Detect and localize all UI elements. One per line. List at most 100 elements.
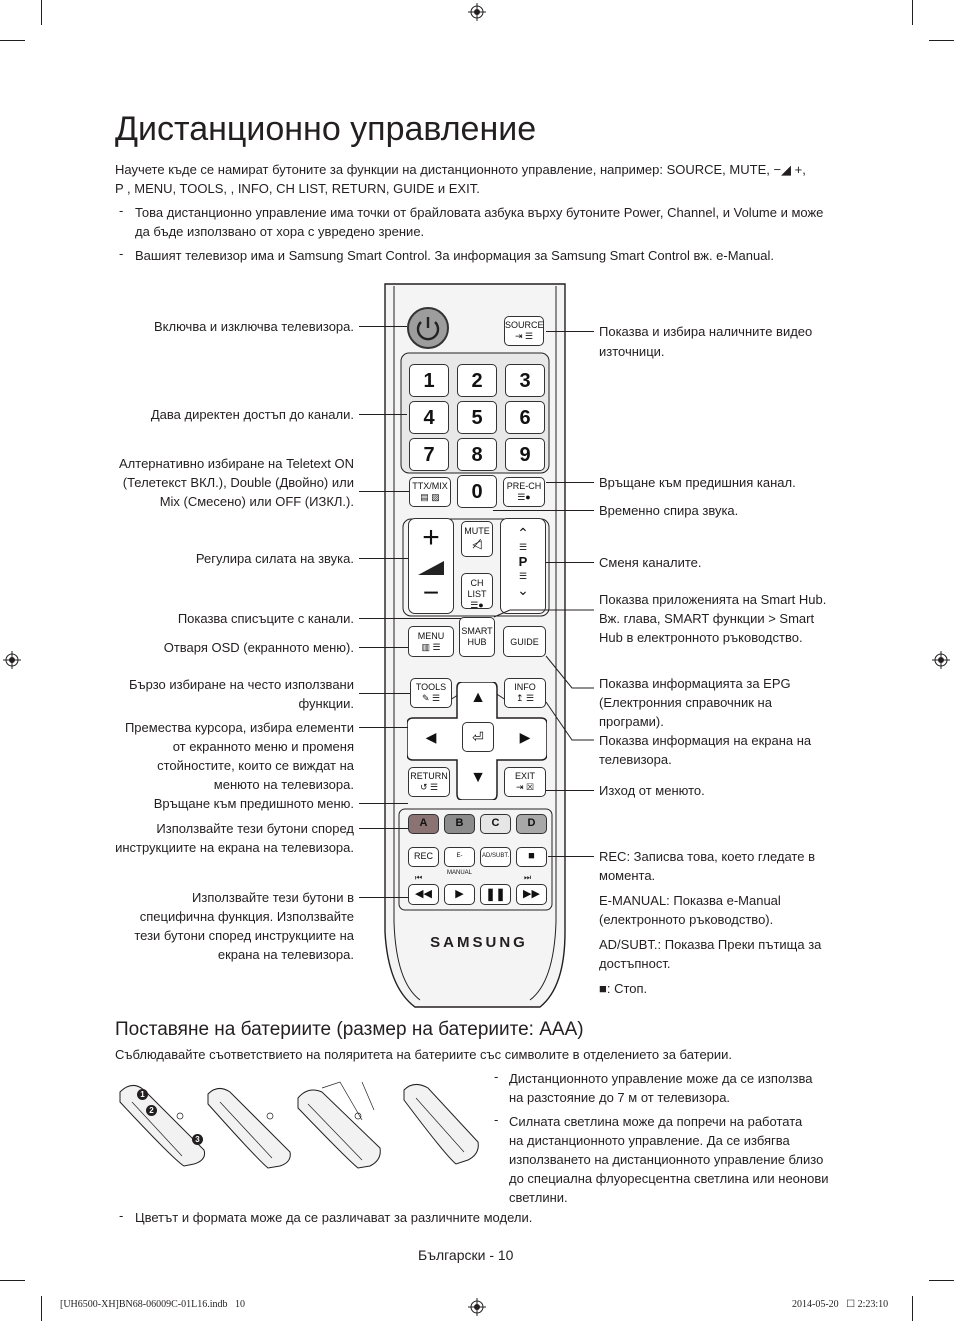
digit-button-9[interactable]: 9	[505, 438, 545, 471]
intro-text: P , MENU, TOOLS, , INFO, CH LIST, RETURN…	[115, 181, 480, 196]
left-arrow-button[interactable]: ◀	[412, 723, 450, 751]
digit-button-7[interactable]: 7	[409, 438, 449, 471]
down-arrow-button[interactable]: ▼	[464, 760, 492, 796]
battery-illustration	[119, 1081, 479, 1169]
label-volume: Регулира силата на звука.	[195, 551, 354, 566]
crop-mark	[912, 1296, 913, 1321]
label-color: инструкциите на екрана на телевизора.	[115, 840, 354, 855]
label-mute: Временно спира звука.	[599, 503, 739, 518]
digit-button-4[interactable]: 4	[409, 401, 449, 434]
play-icon: ▶	[455, 888, 464, 900]
label-cursor: от екранното меню и променя	[172, 739, 354, 754]
rewind-icon: ◀◀	[415, 888, 432, 900]
source-icon: ⇥ ☰	[514, 331, 534, 341]
stop-button[interactable]: ■	[516, 847, 547, 867]
pre-ch-button[interactable]: PRE-CH ☰●	[503, 477, 545, 507]
right-arrow-button[interactable]: ▶	[506, 723, 544, 751]
mute-label: MUTE	[464, 526, 490, 536]
tools-button[interactable]: TOOLS ✎ ☰	[410, 678, 452, 708]
label-exit: Изход от менюто.	[599, 783, 705, 798]
step-badge-1: 1	[137, 1089, 148, 1100]
enter-button[interactable]: ⏎	[462, 722, 494, 752]
up-arrow-button[interactable]: ▲	[464, 680, 492, 716]
digit-button-5[interactable]: 5	[457, 401, 497, 434]
registration-mark-icon	[468, 3, 486, 21]
label-prech: Връщане към предишния канал.	[599, 475, 796, 490]
leader-line	[493, 510, 594, 511]
label-emanual: (електронното ръководство).	[599, 912, 774, 927]
power-button[interactable]	[407, 307, 449, 349]
info-icon: ↥ ☰	[515, 693, 535, 703]
digit-button-1[interactable]: 1	[409, 364, 449, 397]
samsung-logo: SAMSUNG	[430, 934, 528, 951]
leader-line	[359, 558, 408, 559]
digit-button-8[interactable]: 8	[457, 438, 497, 471]
mute-icon: ◁̸	[472, 537, 482, 551]
ad-subt-button[interactable]: AD/SUBT.	[480, 847, 511, 867]
leader-line	[546, 331, 594, 332]
leader-line	[359, 803, 408, 804]
label-special: тези бутони според инструкциите на	[134, 928, 354, 943]
leader-line	[359, 693, 410, 694]
pause-button[interactable]: ❚❚	[480, 884, 511, 905]
digit-button-3[interactable]: 3	[505, 364, 545, 397]
teletext-icon: ▤ ▨	[420, 492, 440, 502]
menu-button[interactable]: MENU ▥ ☰	[408, 626, 454, 657]
source-button[interactable]: SOURCE ⇥ ☰	[504, 316, 544, 346]
color-button-a[interactable]: A	[408, 814, 439, 834]
step-badge-2: 2	[146, 1105, 157, 1116]
label-tools: Бързо избиране на често използвани	[128, 677, 354, 692]
color-button-c[interactable]: C	[480, 814, 511, 834]
label-special: Използвайте тези бутони в	[192, 890, 354, 905]
menu-label: MENU	[417, 631, 445, 641]
digit-button-6[interactable]: 6	[505, 401, 545, 434]
leader-line	[359, 326, 407, 327]
label-smarthub: Hub в електронното ръководство.	[599, 630, 803, 645]
fast-forward-button[interactable]: ▶▶	[516, 884, 547, 905]
smart-label: SMART	[461, 626, 493, 636]
leader-line	[546, 790, 594, 791]
rewind-button[interactable]: ◀◀	[408, 884, 439, 905]
skip-back-icon: ⏮	[415, 873, 423, 882]
mute-button[interactable]: MUTE ◁̸	[461, 521, 493, 557]
color-button-d[interactable]: D	[516, 814, 547, 834]
volume-rocker[interactable]: + −	[408, 518, 454, 614]
label-ttx: (Телетекст ВКЛ.), Double (Двойно) или	[122, 475, 354, 490]
crop-mark	[929, 40, 954, 41]
exit-icon: ⇥ ☒	[515, 782, 535, 792]
color-button-b[interactable]: B	[444, 814, 475, 834]
label-cursor: менюто на телевизора.	[213, 777, 354, 792]
crop-mark	[929, 1280, 954, 1281]
rec-button[interactable]: REC	[408, 847, 439, 867]
return-button[interactable]: RETURN ↺ ☰	[408, 767, 450, 797]
e-manual-button[interactable]: E-MANUAL	[444, 847, 475, 876]
label-smarthub: Вж. глава, SMART функции > Smart	[599, 611, 815, 626]
leader-line	[359, 828, 408, 829]
label-ttx: Алтернативно избиране на Teletext ON	[119, 456, 354, 471]
label-power: Включва и изключва телевизора.	[154, 319, 354, 334]
ttx-mix-button[interactable]: TTX/MIX ▤ ▨	[409, 477, 451, 507]
channel-rocker[interactable]: ⌃ ☰ P ☰ ⌄	[500, 518, 546, 614]
info-label: INFO	[514, 682, 536, 692]
digit-button-0[interactable]: 0	[457, 475, 497, 508]
digit-button-2[interactable]: 2	[457, 364, 497, 397]
crop-mark	[0, 40, 25, 41]
exit-button[interactable]: EXIT ⇥ ☒	[504, 767, 546, 797]
label-emanual: E-MANUAL: Показва e-Manual	[599, 893, 781, 908]
prech-label: PRE-CH	[506, 481, 542, 491]
label-rec: момента.	[599, 868, 656, 883]
leader-line	[493, 609, 594, 741]
stop-icon: ■	[528, 850, 535, 862]
tools-label: TOOLS	[415, 682, 447, 692]
ch-list-button[interactable]: CH LIST ☰●	[461, 573, 493, 610]
list-dash: -	[494, 1112, 499, 1127]
smart-hub-button[interactable]: SMART HUB	[459, 617, 495, 657]
play-button[interactable]: ▶	[444, 884, 475, 905]
crop-mark	[912, 0, 913, 25]
guide-label: GUIDE	[510, 637, 539, 647]
guide-button[interactable]: GUIDE	[503, 626, 546, 657]
leader-line	[359, 727, 408, 728]
battery-instruction: Съблюдавайте съответствието на поляритет…	[115, 1047, 733, 1062]
label-menu: Отваря OSD (екранното меню).	[163, 640, 354, 655]
info-button[interactable]: INFO ↥ ☰	[504, 678, 546, 708]
